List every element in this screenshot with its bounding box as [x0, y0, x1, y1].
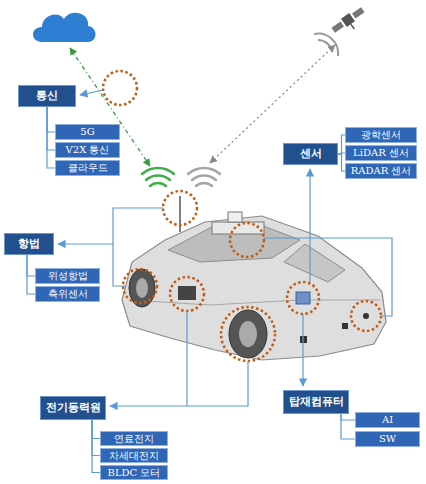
item-label: 클라우드: [68, 162, 108, 174]
item-label: 5G: [80, 126, 94, 138]
satellite-icon: [330, 6, 369, 40]
category-box: 탑재컴퓨터: [283, 390, 349, 414]
tree-connector: [341, 414, 355, 420]
category-box: 통신: [18, 85, 76, 107]
tree-connector: [338, 135, 345, 154]
item-box: 연료전지: [100, 431, 168, 446]
item-box: AI: [355, 412, 420, 428]
item-box: V2X 통신: [55, 142, 120, 158]
item-box: 차세대전지: [100, 448, 168, 463]
item-box: 5G: [55, 124, 120, 140]
category-label: 항법: [18, 237, 40, 250]
tree-connector: [47, 107, 55, 150]
item-label: 측위센서: [48, 288, 88, 300]
item-label: V2X 통신: [66, 144, 110, 156]
category-label: 탑재컴퓨터: [289, 395, 344, 408]
item-box: 광학센서: [345, 127, 417, 143]
category-box: 항법: [4, 233, 54, 255]
item-label: RADAR 센서: [351, 165, 412, 177]
item-label: BLDC 모터: [108, 467, 161, 479]
tree-connector: [92, 420, 100, 473]
item-box: 위성항법: [35, 268, 100, 284]
item-box: BLDC 모터: [100, 465, 168, 480]
category-label: 센서: [300, 147, 322, 160]
item-label: 연료전지: [114, 433, 154, 445]
item-box: SW: [355, 431, 420, 447]
item-box: RADAR 센서: [345, 163, 417, 179]
item-box: 측위센서: [35, 286, 100, 302]
category-box: 센서: [283, 143, 338, 165]
item-label: SW: [379, 433, 396, 445]
item-label: 위성항법: [48, 270, 88, 282]
category-label: 전기동력원: [46, 401, 101, 414]
tree-connector: [27, 255, 35, 294]
tree-connector: [338, 154, 345, 171]
car-body: [122, 196, 386, 360]
tree-connector: [47, 107, 55, 132]
item-label: AI: [382, 414, 393, 426]
cloud-icon: [33, 13, 96, 42]
category-box: 전기동력원: [40, 396, 106, 420]
tree-connector: [47, 107, 55, 168]
tree-connector: [92, 420, 100, 456]
item-label: 차세대전지: [109, 450, 159, 462]
item-label: 광학센서: [361, 129, 401, 141]
tree-connector: [341, 414, 355, 439]
wireless-icon: [142, 168, 220, 186]
tree-connector: [27, 255, 35, 276]
item-box: LiDAR 센서: [345, 145, 417, 161]
category-label: 통신: [36, 89, 58, 102]
item-label: LiDAR 센서: [353, 147, 409, 159]
tree-connector: [92, 420, 100, 439]
focus-circle: [103, 71, 381, 361]
item-box: 클라우드: [55, 160, 120, 176]
